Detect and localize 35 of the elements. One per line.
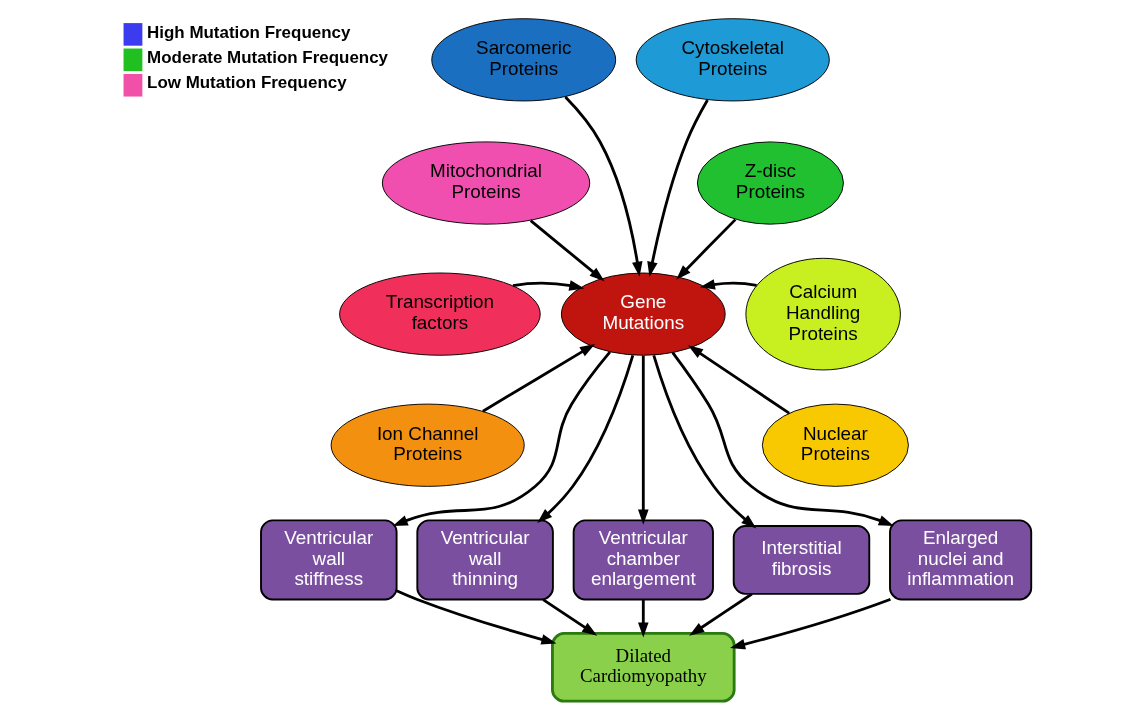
- arrow: [699, 279, 757, 290]
- arrow: [671, 351, 894, 526]
- node-ellipse: Z-disc Proteins: [696, 141, 844, 225]
- node-box: Ventricular wall stiffness: [259, 519, 398, 601]
- node-ellipse: Mitochondrial Proteins: [381, 141, 590, 225]
- arrow: [541, 598, 597, 636]
- arrow: [675, 218, 736, 280]
- arrow: [392, 351, 611, 527]
- node-ellipse: Nuclear Proteins: [761, 403, 909, 487]
- node-ellipse: Ion Channel Proteins: [330, 403, 525, 487]
- node-box: Interstitial fibrosis: [732, 525, 870, 595]
- legend-label: Low Mutation Frequency: [146, 73, 347, 93]
- node-box: Dilated Cardiomyopathy: [550, 632, 736, 703]
- node-ellipse: Cytoskeletal Proteins: [635, 18, 830, 102]
- arrow: [512, 280, 584, 291]
- arrow: [637, 355, 649, 525]
- legend-label: Moderate Mutation Frequency: [146, 48, 388, 68]
- arrow: [563, 96, 642, 277]
- arrow: [536, 354, 634, 524]
- node-ellipse: Sarcomeric Proteins: [430, 18, 616, 102]
- node-ellipse: Transcription factors: [338, 272, 541, 356]
- legend-label: High Mutation Frequency: [146, 22, 350, 42]
- arrow: [529, 219, 605, 282]
- arrow: [687, 345, 790, 415]
- node-box: Ventricular wall thinning: [415, 519, 554, 601]
- node-box: Enlarged nuclei and inflammation: [888, 519, 1032, 601]
- arrow: [481, 344, 595, 413]
- arrow: [637, 599, 649, 638]
- arrow: [688, 592, 753, 636]
- arrow: [646, 99, 709, 277]
- arrow: [651, 354, 756, 529]
- node-box: Ventricular chamber enlargement: [572, 519, 714, 601]
- arrow: [729, 598, 891, 650]
- node-ellipse: Calcium Handling Proteins: [744, 257, 901, 371]
- arrow: [395, 589, 556, 645]
